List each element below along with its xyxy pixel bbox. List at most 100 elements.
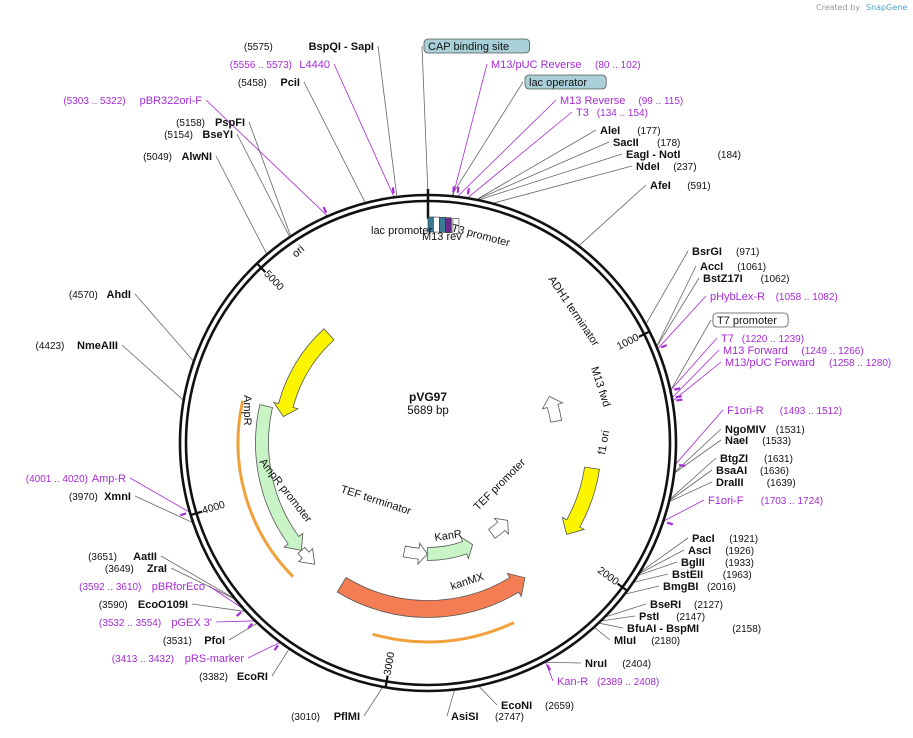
lac-operator-label: lac operator: [529, 77, 587, 89]
f1-ori-label: f1 ori: [596, 429, 612, 455]
sacii-leader: [476, 141, 610, 201]
ngomiv-label: NgoMIV: [725, 424, 767, 436]
ahdi-position: (4570): [69, 290, 98, 301]
nmeaiii-leader: [121, 344, 184, 401]
lac-promoter-block: [433, 216, 440, 233]
aatii-position: (3651): [88, 552, 117, 563]
l4440-position: (5556 .. 5573): [230, 60, 292, 71]
zrai-leader: [170, 567, 236, 600]
pbr322ori-f-position: (5303 .. 5322): [63, 96, 125, 107]
eagi-noti-label: EagI - NotI: [626, 149, 680, 161]
label-leader-lines: [121, 45, 724, 717]
econi-position: (2659): [545, 701, 574, 712]
bglii-label: BglII: [681, 557, 705, 569]
nmeaiii-position: (4423): [35, 341, 64, 352]
t7-promoter-box: [712, 312, 789, 328]
t3-mark: [466, 188, 470, 195]
prs-marker-label: pRS-marker: [185, 653, 245, 665]
t7-promoter-leader: [670, 319, 712, 391]
pspfi-position: (5158): [176, 118, 205, 129]
ngomiv-position: (1531): [776, 425, 805, 436]
lac-promoter-label: lac promoter: [371, 225, 432, 237]
primer-marks: [179, 186, 686, 671]
f1-ori-arrow[interactable]: [561, 466, 600, 535]
pfimi-label: PflMI: [334, 711, 360, 723]
alwni-position: (5049): [143, 152, 172, 163]
econi-leader: [478, 685, 498, 706]
m13-reverse-label: M13 Reverse: [560, 95, 625, 107]
asci-label: AscI: [688, 545, 711, 557]
nrui-leader: [543, 661, 582, 664]
tick-mark: [616, 582, 628, 592]
f1ori-f-label: F1ori-F: [708, 495, 744, 507]
naei-position: (1533): [762, 436, 791, 447]
t3-promoter-block: [452, 218, 460, 234]
plasmid-length: 5689 bp: [407, 405, 449, 417]
bseyi-label: BseYI: [202, 129, 233, 141]
ori-arrow[interactable]: [272, 328, 335, 418]
prs-marker-leader: [247, 641, 281, 659]
bsaai-leader: [668, 469, 713, 502]
ndei-leader: [492, 165, 633, 204]
f1ori-f-leader: [663, 499, 705, 522]
f1ori-r-position: (1493 .. 1512): [780, 406, 842, 417]
alei-leader: [475, 129, 597, 201]
naei-leader: [673, 439, 722, 474]
l4440-mark: [391, 187, 395, 194]
amp-r-position: (4001 .. 4020): [26, 474, 88, 485]
bmgbi-position: (2016): [707, 582, 736, 593]
credit-brand: SnapGene: [866, 3, 907, 12]
draiii-label: DraIII: [716, 477, 744, 489]
bsteii-leader: [632, 573, 669, 583]
pcii-leader: [303, 81, 366, 204]
kanr-arrow[interactable]: [426, 535, 474, 561]
f1ori-f-position: (1703 .. 1724): [761, 496, 823, 507]
mlui-leader: [593, 626, 611, 641]
paci-leader: [639, 537, 689, 574]
afei-leader: [578, 184, 647, 247]
ampr-promoter-arrow[interactable]: [297, 546, 316, 565]
pspfi-label: PspFI: [215, 117, 245, 129]
tef-terminator-arrow[interactable]: [402, 542, 428, 566]
naei-label: NaeI: [725, 435, 748, 447]
adh1-terminator-label: ADH1 terminator: [546, 274, 602, 349]
amp-r-mark: [179, 512, 187, 517]
sacii-label: SacII: [613, 137, 639, 149]
bsteii-label: BstEII: [672, 569, 703, 581]
pfimi-position: (3010): [291, 712, 320, 723]
adh1-terminator-arrow[interactable]: [541, 395, 564, 423]
kanr-label: KanR: [434, 528, 463, 544]
asisi-leader: [446, 689, 456, 717]
bfuai-bspmi-label: BfuAI - BspMI: [627, 623, 699, 635]
afei-position: (591): [687, 181, 710, 192]
tick-mark: [256, 262, 267, 273]
bglii-position: (1933): [725, 558, 754, 569]
phyblex-r-leader: [657, 295, 707, 350]
bseri-leader: [604, 603, 647, 618]
pfimi-leader: [363, 686, 384, 717]
m13-forward-position: (1249 .. 1266): [801, 346, 863, 357]
lac-operator-leader: [450, 81, 524, 197]
kanmx-arrow[interactable]: [336, 572, 526, 618]
ecori-position: (3382): [199, 672, 228, 683]
f1ori-f-mark: [666, 521, 674, 526]
backbone-ring: [178, 189, 678, 693]
btgzi-position: (1631): [764, 454, 793, 465]
m13-reverse-leader: [456, 99, 557, 198]
tef-promoter-arrow[interactable]: [488, 517, 509, 539]
m13-puc-forward-label: M13/pUC Forward: [725, 357, 815, 369]
ampr-arrow[interactable]: [255, 404, 304, 551]
t3-position: (134 .. 154): [597, 108, 648, 119]
asci-leader: [638, 549, 685, 575]
tef-terminator-label: TEF terminator: [339, 483, 413, 517]
t7-promoter-label: T7 promoter: [717, 315, 777, 327]
m13-puc-forward-leader: [672, 361, 722, 402]
f1ori-r-label: F1ori-R: [727, 405, 764, 417]
asisi-position: (2747): [495, 712, 524, 723]
pbr322ori-f-mark: [322, 206, 328, 213]
psti-position: (2147): [676, 612, 705, 623]
m13-puc-forward-position: (1258 .. 1280): [829, 358, 891, 369]
amp-r-leader: [129, 477, 191, 513]
m13-puc-reverse-mark: [452, 186, 455, 193]
ecori-leader: [271, 648, 290, 677]
